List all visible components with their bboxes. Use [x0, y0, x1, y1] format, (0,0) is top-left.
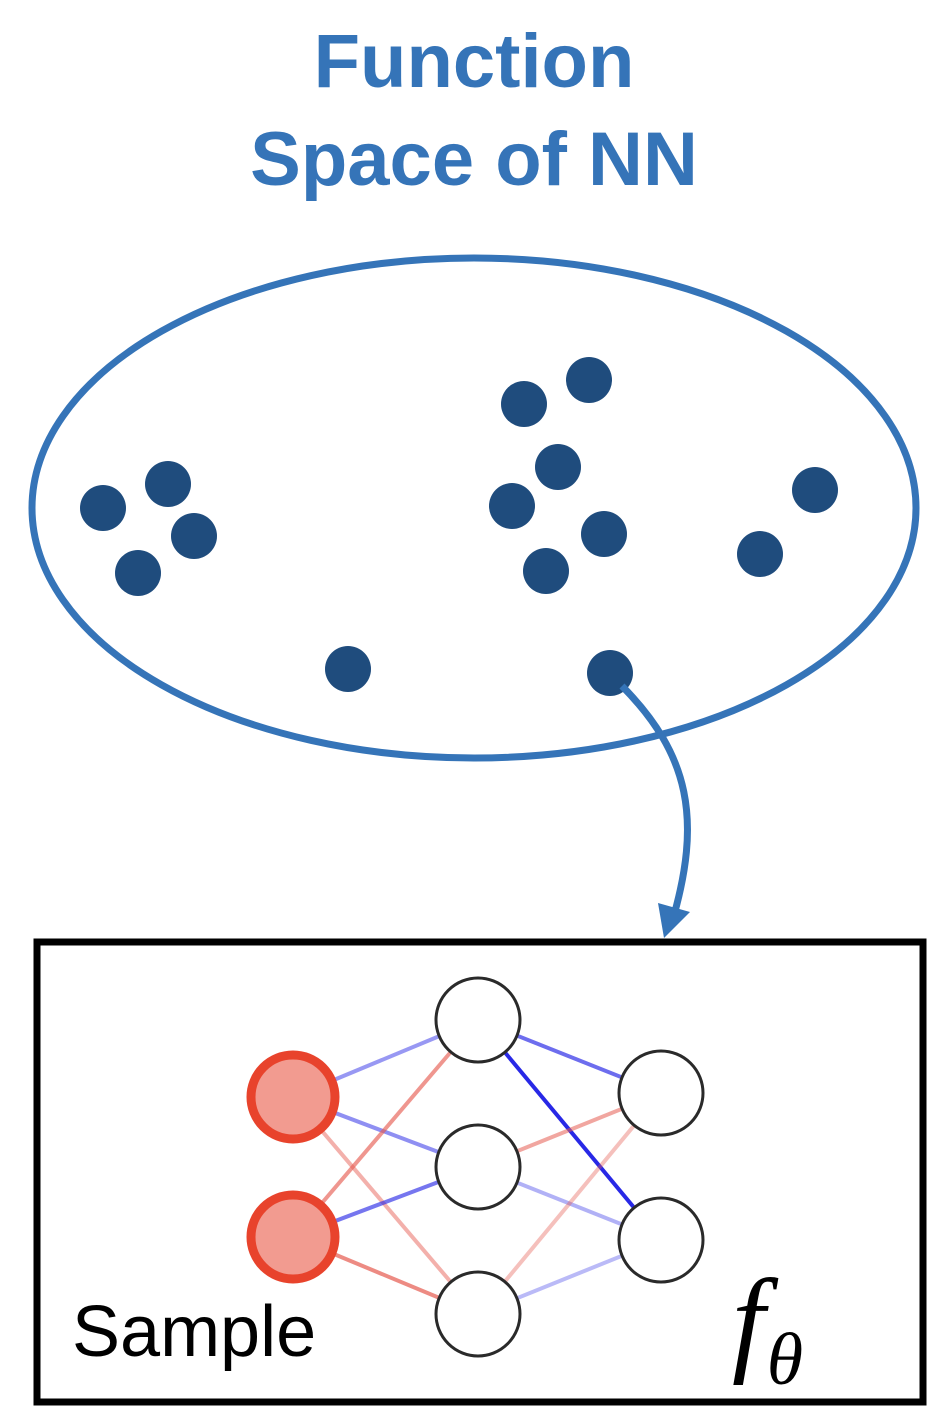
title-line-2: Space of NN — [250, 117, 698, 202]
function-point — [325, 646, 371, 692]
function-symbol-subscript: θ — [766, 1319, 804, 1401]
network-edge — [476, 1091, 663, 1316]
network-nodes — [246, 976, 705, 1358]
sample-label: Sample — [72, 1292, 317, 1372]
network-edge — [291, 1018, 480, 1239]
function-point — [792, 467, 838, 513]
hidden-node — [434, 976, 522, 1064]
output-node — [617, 1196, 705, 1284]
sample-arrow — [619, 683, 691, 923]
input-node — [246, 1190, 340, 1284]
sample-box — [33, 938, 927, 1406]
function-point — [587, 650, 633, 696]
input-node — [246, 1050, 340, 1144]
function-point — [523, 548, 569, 594]
function-point — [737, 531, 783, 577]
hidden-node — [434, 1123, 522, 1211]
function-point — [115, 550, 161, 596]
network-edge — [291, 1095, 480, 1316]
function-space-ellipse — [28, 254, 920, 762]
output-node — [617, 1049, 705, 1137]
sample-arrow-head — [658, 903, 690, 938]
function-point — [581, 511, 627, 557]
function-points — [80, 357, 838, 696]
function-symbol-f: f — [732, 1255, 765, 1386]
hidden-node — [434, 1270, 522, 1358]
function-point — [566, 357, 612, 403]
function-point — [489, 483, 535, 529]
function-point — [80, 485, 126, 531]
title-line-1: Function — [313, 19, 635, 104]
function-symbol: fθ — [732, 1262, 803, 1398]
function-point — [145, 461, 191, 507]
function-point — [535, 444, 581, 490]
function-point — [171, 513, 217, 559]
function-point — [501, 381, 547, 427]
